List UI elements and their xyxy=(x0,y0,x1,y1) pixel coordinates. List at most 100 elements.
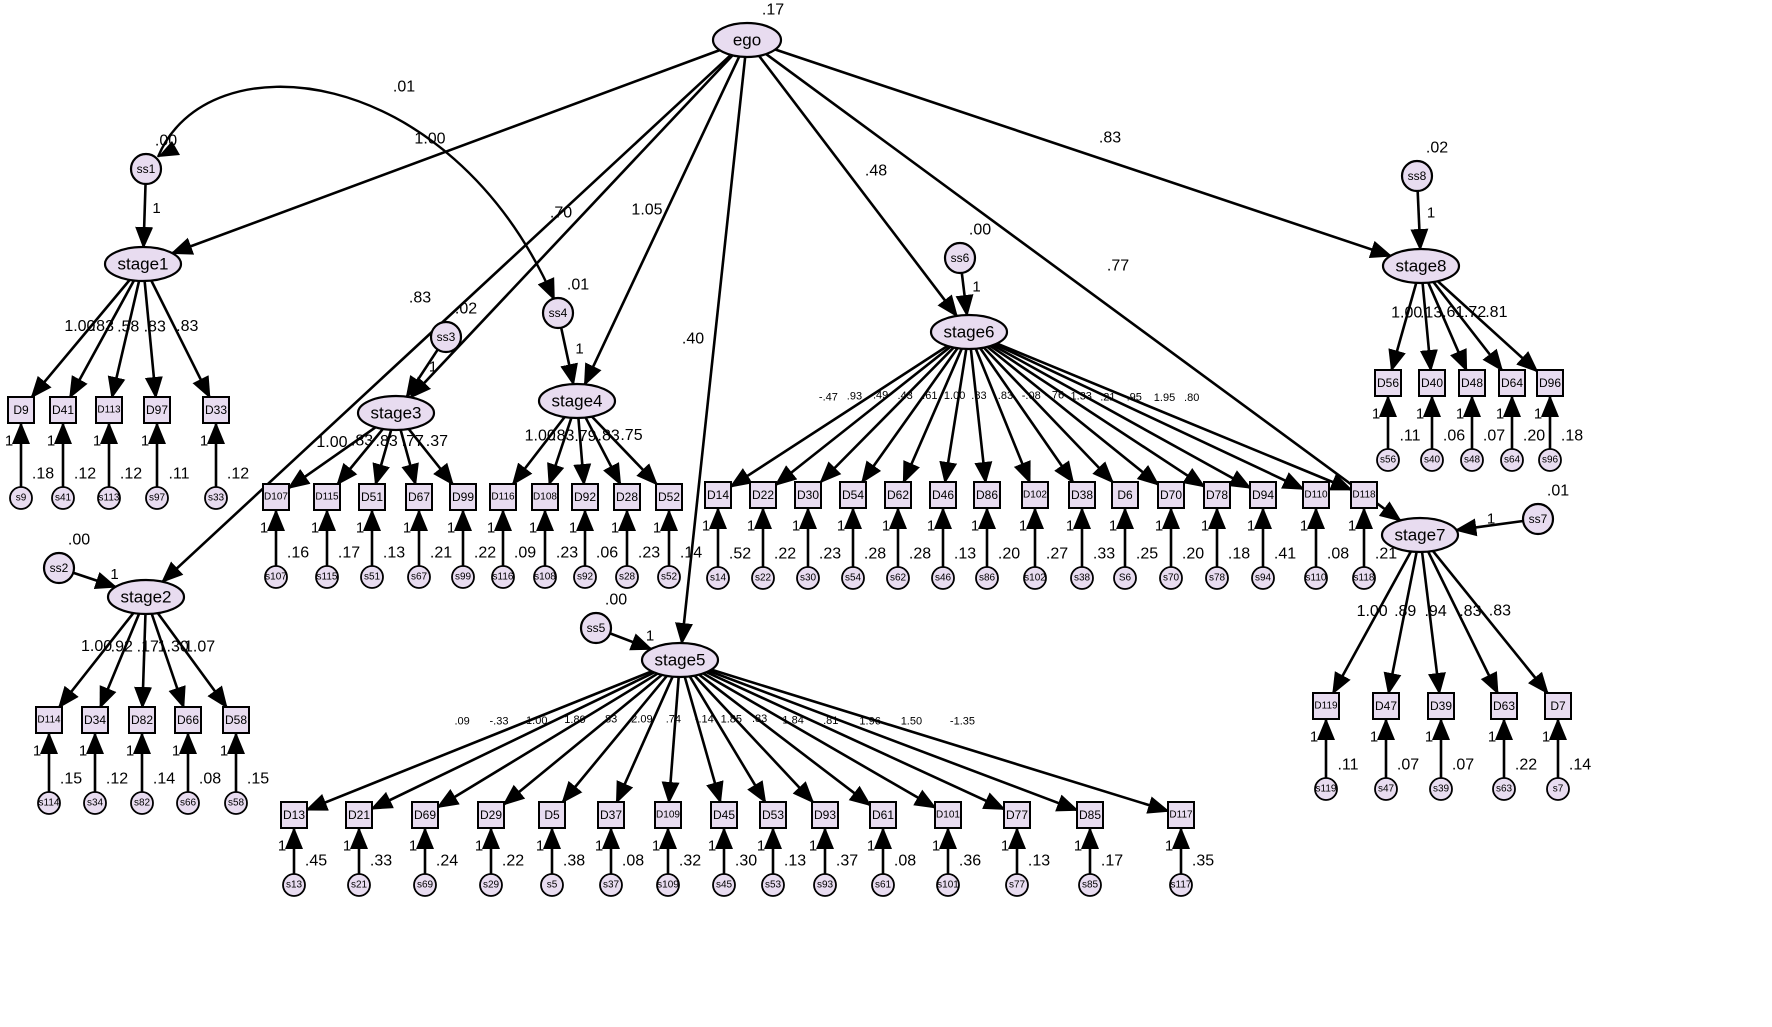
ss3-node xyxy=(429,320,463,354)
stage6-node xyxy=(929,313,1009,351)
s115-error-node xyxy=(315,565,339,589)
D13-indicator-label: D13 xyxy=(283,808,305,822)
s14-path-label: 1 xyxy=(702,518,710,535)
D107-loading: 1.00 xyxy=(316,434,347,451)
labels-layer: .17.011.001.001.001.18.831.12.581.12.831… xyxy=(5,2,1591,870)
s21-error-label: s21 xyxy=(351,880,368,891)
stage3-to-D67-path xyxy=(399,429,419,486)
ss3-variance: .02 xyxy=(455,301,477,318)
s93-variance: .37 xyxy=(836,853,858,870)
stage3-label: stage3 xyxy=(370,404,421,423)
D56-indicator-label: D56 xyxy=(1377,376,1399,390)
D99-indicator-box xyxy=(449,483,477,511)
D34-indicator-label: D34 xyxy=(84,713,106,727)
D108-indicator-box xyxy=(531,483,559,511)
s116-error-label: s116 xyxy=(493,572,514,583)
D30-loading: .49 xyxy=(873,389,888,401)
s45-variance: .30 xyxy=(735,853,757,870)
D107-indicator-label: D107 xyxy=(264,492,288,503)
s51-error-node xyxy=(360,565,384,589)
stage6-to-D46-path xyxy=(939,348,968,484)
D5-indicator-label: D5 xyxy=(544,808,560,822)
D66-loading: 1.30 xyxy=(158,639,189,656)
D53-indicator-label: D53 xyxy=(762,808,784,822)
stage7-label: stage7 xyxy=(1394,526,1445,545)
s69-path-label: 1 xyxy=(409,838,417,855)
D54-loading: .43 xyxy=(897,390,912,402)
stage5-to-D69-path xyxy=(436,672,659,809)
stage8-to-D56-path xyxy=(1388,282,1418,372)
D101-indicator-label: D101 xyxy=(936,810,960,821)
S6-path-label: 1 xyxy=(1109,518,1117,535)
stage6-to-D14-path xyxy=(729,344,949,488)
s54-path-label: 1 xyxy=(837,518,845,535)
ss7-variance: .01 xyxy=(1547,483,1569,500)
D58-indicator-label: D58 xyxy=(225,713,247,727)
ss2-path xyxy=(72,571,118,590)
D14-loading: -.47 xyxy=(819,391,838,403)
s34-path-label: 1 xyxy=(79,743,87,760)
s114-path-label: 1 xyxy=(33,743,41,760)
D102-indicator-label: D102 xyxy=(1023,490,1047,501)
D63-indicator-box xyxy=(1490,692,1518,720)
D53-loading: 1.85 xyxy=(721,713,742,725)
ss8-path-label: 1 xyxy=(1427,205,1435,222)
s109-path-label: 1 xyxy=(652,838,660,855)
s14-error-node xyxy=(706,566,730,590)
stage5-to-D29-path xyxy=(502,673,663,806)
stage5-to-D101-path xyxy=(702,672,937,809)
s93-path-label: 1 xyxy=(809,838,817,855)
ss6-node xyxy=(943,241,977,275)
stage5-to-D85-path xyxy=(708,669,1079,812)
s108-error-node xyxy=(533,565,557,589)
s70-error-node xyxy=(1159,566,1183,590)
ss6-variance: .00 xyxy=(969,222,991,239)
s63-variance: .22 xyxy=(1515,757,1537,774)
ss1-variance: .00 xyxy=(155,133,177,150)
s96-error-node xyxy=(1538,448,1562,472)
D48-indicator-box xyxy=(1458,369,1486,397)
s13-path-label: 1 xyxy=(278,838,286,855)
s40-path-label: 1 xyxy=(1416,406,1424,423)
s64-variance: .20 xyxy=(1523,428,1545,445)
stage2-to-D58-path xyxy=(156,612,228,709)
D7-loading: .83 xyxy=(1489,603,1511,620)
D92-indicator-label: D92 xyxy=(574,490,596,504)
s41-error-label: s41 xyxy=(55,493,72,504)
D34-loading: .92 xyxy=(111,639,133,656)
s114-error-node xyxy=(37,791,61,815)
s30-error-label: s30 xyxy=(800,573,817,584)
ego-to-stage1-path xyxy=(170,48,721,255)
D9-loading: 1.00 xyxy=(64,318,95,335)
stage5-to-D61-path xyxy=(698,673,872,807)
s58-path-label: 1 xyxy=(220,743,228,760)
D82-indicator-box xyxy=(128,706,156,734)
stage8-to-D96-path xyxy=(1436,280,1539,373)
D21-loading: -.33 xyxy=(489,715,508,727)
stage5-to-D45-path xyxy=(683,676,724,804)
s47-error-label: s47 xyxy=(1378,784,1395,795)
s56-path-label: 1 xyxy=(1372,406,1380,423)
S6-variance: .25 xyxy=(1136,546,1158,563)
s28-error-node xyxy=(615,565,639,589)
s97-error-label: s97 xyxy=(149,493,166,504)
D96-indicator-label: D96 xyxy=(1539,376,1561,390)
s7-error-label: s7 xyxy=(1553,784,1564,795)
s33-error-node xyxy=(204,486,228,510)
s82-path-label: 1 xyxy=(126,743,134,760)
D58-loading: 1.07 xyxy=(184,638,215,655)
s58-error-node xyxy=(224,791,248,815)
D93-indicator-box xyxy=(811,801,839,829)
ss5-label: ss5 xyxy=(587,621,606,635)
D93-loading: .83 xyxy=(752,713,767,725)
stage1-label: stage1 xyxy=(117,255,168,274)
s63-path-label: 1 xyxy=(1488,729,1496,746)
D45-loading: -.14 xyxy=(695,714,714,726)
s99-variance: .22 xyxy=(474,545,496,562)
ss8-path xyxy=(1410,190,1429,252)
s56-error-label: s56 xyxy=(1380,455,1397,466)
s82-variance: .14 xyxy=(153,771,175,788)
D113-indicator-label: D113 xyxy=(97,405,121,416)
s29-variance: .22 xyxy=(502,853,524,870)
D86-indicator-label: D86 xyxy=(976,488,998,502)
